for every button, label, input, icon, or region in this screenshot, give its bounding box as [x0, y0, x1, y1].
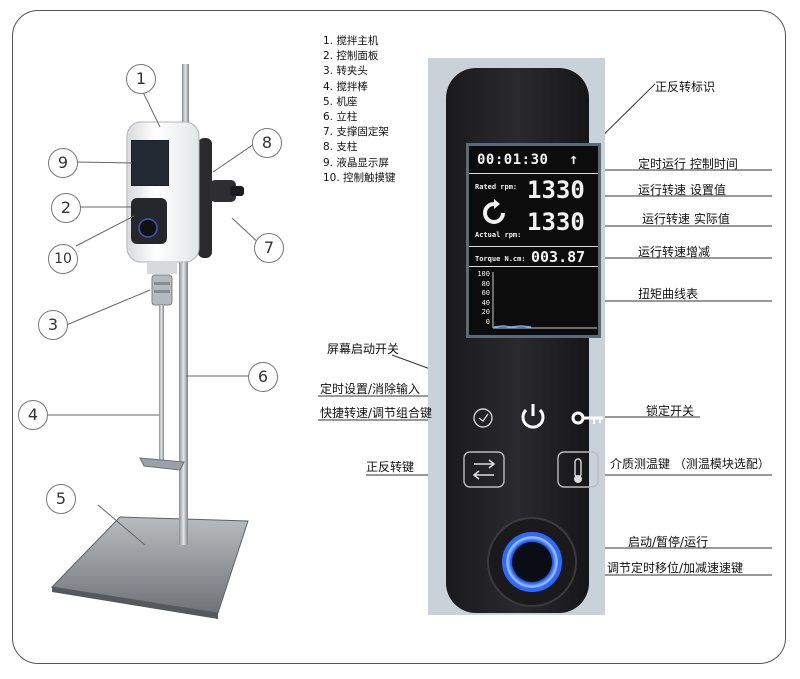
timer-display: 00:01:30 [477, 152, 549, 168]
thermometer-icon [574, 458, 582, 483]
rotation-icon [483, 199, 505, 224]
legend-item: 3. 转夹头 [323, 65, 368, 78]
legend-item: 1. 搅拌主机 [323, 35, 379, 47]
marker-4: 4 [18, 400, 48, 430]
tick-label: 40 [481, 298, 490, 307]
legend-item: 6. 立柱 [323, 111, 358, 124]
torque-chart [492, 272, 597, 329]
stirring-shaft [159, 305, 164, 460]
legend-item: 7. 支撑固定架 [323, 126, 389, 139]
callout-screen-power: 屏幕启动开关 [327, 342, 400, 356]
support-pole [182, 64, 189, 134]
legend-item: 9. 液晶显示屏 [323, 156, 389, 169]
marker-2: 2 [51, 193, 81, 223]
swap-arrows-icon [472, 459, 496, 480]
torque-chart-ticks: 100 80 60 40 20 0 [476, 270, 490, 328]
lcd-screen: 00:01:30 ↑ Rated rpm: 1330 Actual rpm: 1… [466, 143, 601, 338]
torque-label: Torque N.cm: [475, 255, 526, 263]
callout-adjust-knob: 调节定时移位/加减速速键 [607, 561, 744, 575]
temperature-button [557, 451, 599, 488]
timer-icon [473, 408, 493, 428]
callout-torque-chart: 扭矩曲线表 [638, 287, 699, 301]
callout-actual-speed: 运行转速 实际值 [642, 212, 730, 226]
tick-label: 80 [481, 279, 490, 288]
callout-timer-time: 定时运行 控制时间 [638, 157, 738, 171]
clamp-knob [210, 180, 236, 202]
marker-5: 5 [46, 484, 76, 514]
callout-temp-key: 介质测温键 （测温模块选配） [610, 457, 770, 471]
callout-timer-set: 定时设置/消除输入 [320, 382, 421, 396]
legend-item: 5. 机座 [323, 95, 358, 108]
callout-set-speed: 运行转速 设置值 [638, 183, 726, 197]
tick-label: 0 [485, 317, 490, 326]
rated-rpm-value: 1330 [527, 176, 585, 204]
legend-item: 8. 支柱 [323, 141, 358, 154]
power-icon [521, 404, 545, 429]
marker-3: 3 [38, 310, 68, 340]
reverse-button [463, 451, 505, 488]
tick-label: 100 [477, 270, 490, 278]
rated-rpm-label: Rated rpm: [475, 183, 518, 191]
tick-label: 20 [481, 308, 490, 317]
callout-direction-indicator: 正反转标识 [655, 80, 716, 94]
torque-value: 003.87 [531, 248, 586, 266]
callout-lock-switch: 锁定开关 [646, 404, 695, 418]
tick-label: 60 [481, 289, 490, 298]
stand-column [179, 260, 188, 545]
marker-10: 10 [48, 244, 78, 274]
marker-6: 6 [248, 362, 278, 392]
key-icon [571, 411, 603, 425]
callout-speed-change: 运行转速增减 [638, 245, 711, 259]
callout-quick-speed: 快捷转速/调节组合键 [320, 406, 433, 420]
legend-item: 2. 控制面板 [323, 50, 379, 63]
legend-item: 10. 控制触摸键 [323, 171, 396, 184]
actual-rpm-label: Actual rpm: [475, 231, 522, 239]
direction-arrow-icon: ↑ [569, 150, 579, 168]
impeller [139, 457, 185, 471]
actual-rpm-value: 1330 [527, 208, 585, 236]
callout-start-pause: 启动/暂停/运行 [628, 535, 709, 549]
parts-legend: 1. 搅拌主机 2. 控制面板 3. 转夹头 4. 搅拌棒 5. 机座 6. 立… [323, 34, 396, 186]
marker-1: 1 [126, 64, 156, 94]
legend-item: 4. 搅拌棒 [323, 80, 368, 93]
marker-7: 7 [254, 233, 284, 263]
marker-9: 9 [48, 148, 78, 178]
callout-reverse-key: 正反转键 [366, 460, 415, 474]
marker-8: 8 [252, 128, 282, 158]
